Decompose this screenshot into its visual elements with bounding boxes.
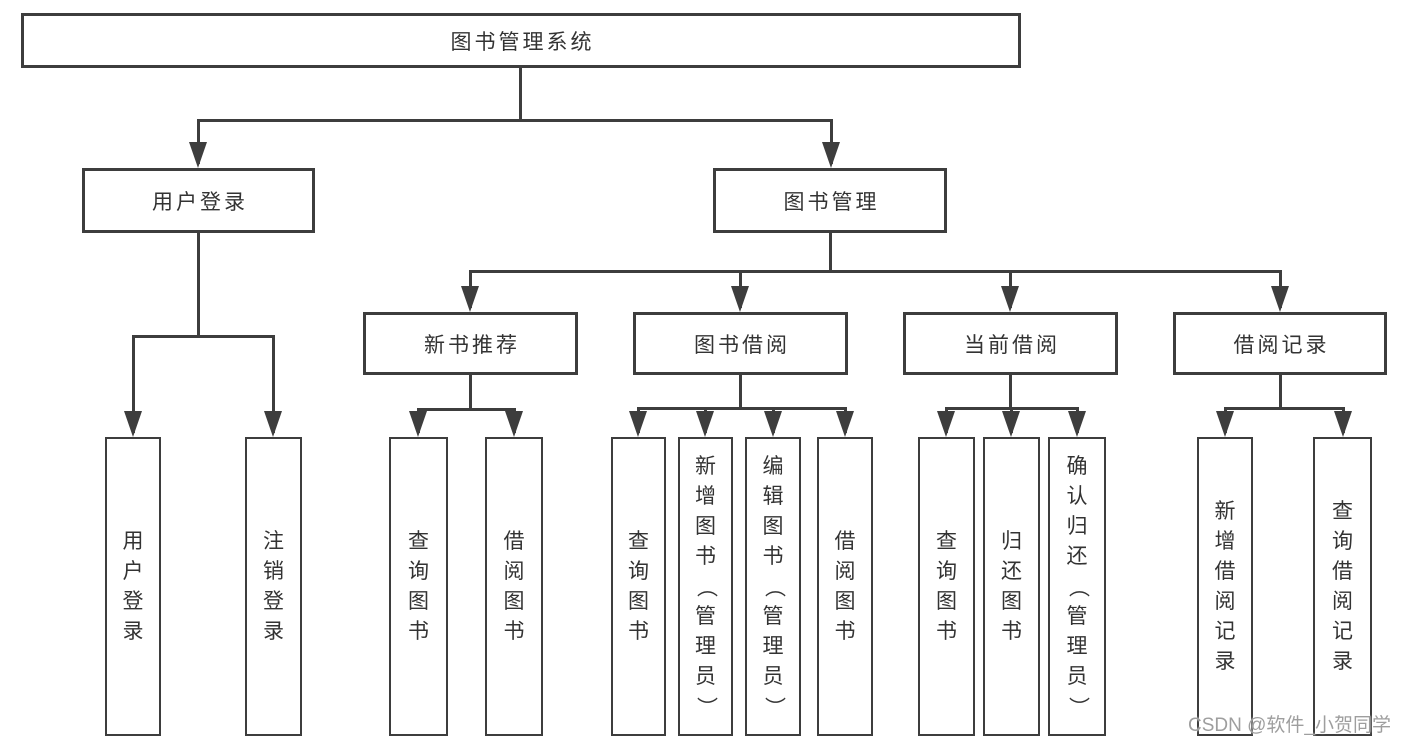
node-label: 确认归还（管理员） bbox=[1066, 454, 1089, 718]
arrow-down-icon bbox=[937, 407, 955, 437]
leaf-add-book-admin: 新增图书（管理员） bbox=[678, 437, 733, 736]
connector-line bbox=[469, 375, 472, 410]
arrow-down-icon bbox=[1001, 270, 1019, 312]
leaf-confirm-return-admin: 确认归还（管理员） bbox=[1048, 437, 1106, 736]
connector-line bbox=[1009, 375, 1012, 409]
connector-line bbox=[197, 233, 200, 337]
arrow-down-icon bbox=[505, 408, 523, 437]
connector-line bbox=[519, 68, 522, 121]
arrow-down-icon bbox=[264, 335, 282, 437]
arrow-down-icon bbox=[629, 407, 647, 437]
arrow-down-icon bbox=[1216, 407, 1234, 437]
connector-line bbox=[132, 335, 275, 338]
node-label: 借阅记录 bbox=[1233, 333, 1330, 357]
node-user-login: 用户登录 bbox=[82, 168, 315, 233]
leaf-query-books-current: 查询图书 bbox=[918, 437, 975, 736]
leaf-edit-book-admin: 编辑图书（管理员） bbox=[745, 437, 801, 736]
leaf-add-borrow-record: 新增借阅记录 bbox=[1197, 437, 1253, 736]
arrow-down-icon bbox=[461, 270, 479, 312]
node-borrowing-records: 借阅记录 bbox=[1173, 312, 1387, 375]
connector-line bbox=[1224, 407, 1344, 410]
connector-line bbox=[739, 375, 742, 409]
node-label: 用户登录 bbox=[122, 529, 144, 643]
node-root-library-system: 图书管理系统 bbox=[21, 13, 1021, 68]
connector-line bbox=[1279, 375, 1282, 409]
node-label: 借阅图书 bbox=[503, 529, 525, 643]
node-label: 图书借阅 bbox=[694, 333, 790, 357]
node-label: 图书管理系统 bbox=[450, 30, 595, 54]
node-label: 注销登录 bbox=[263, 529, 284, 643]
leaf-query-borrow-record: 查询借阅记录 bbox=[1313, 437, 1372, 736]
csdn-watermark: CSDN @软件_小贺同学 bbox=[1188, 715, 1391, 736]
leaf-user-login: 用户登录 bbox=[105, 437, 161, 736]
connector-line bbox=[637, 407, 847, 410]
node-label: 查询借阅记录 bbox=[1332, 499, 1353, 673]
leaf-query-books-borrowing: 查询图书 bbox=[611, 437, 666, 736]
node-label: 查询图书 bbox=[628, 529, 649, 643]
node-label: 新增图书（管理员） bbox=[694, 454, 718, 718]
node-label: 用户登录 bbox=[152, 190, 248, 214]
leaf-borrow-books: 借阅图书 bbox=[817, 437, 873, 736]
arrow-down-icon bbox=[731, 270, 749, 312]
leaf-query-books-recommend: 查询图书 bbox=[389, 437, 448, 736]
node-book-borrowing: 图书借阅 bbox=[633, 312, 848, 375]
node-new-book-recommend: 新书推荐 bbox=[363, 312, 578, 375]
arrow-down-icon bbox=[822, 119, 840, 168]
connector-line bbox=[417, 408, 516, 411]
node-label: 借阅图书 bbox=[834, 529, 856, 643]
arrow-down-icon bbox=[189, 119, 207, 168]
node-label: 新书推荐 bbox=[424, 333, 520, 357]
arrow-down-icon bbox=[1271, 270, 1289, 312]
arrow-down-icon bbox=[1002, 407, 1020, 437]
node-label: 新增借阅记录 bbox=[1214, 499, 1236, 673]
node-label: 归还图书 bbox=[1001, 529, 1022, 643]
connector-line bbox=[829, 233, 832, 272]
leaf-return-book: 归还图书 bbox=[983, 437, 1040, 736]
node-label: 图书管理 bbox=[783, 190, 880, 214]
node-current-borrowing: 当前借阅 bbox=[903, 312, 1118, 375]
arrow-down-icon bbox=[409, 408, 427, 437]
arrow-down-icon bbox=[696, 407, 714, 437]
arrow-down-icon bbox=[1334, 407, 1352, 437]
node-book-management: 图书管理 bbox=[713, 168, 947, 233]
leaf-logout: 注销登录 bbox=[245, 437, 302, 736]
arrow-down-icon bbox=[1068, 407, 1086, 437]
node-label: 查询图书 bbox=[408, 529, 429, 643]
arrow-down-icon bbox=[764, 407, 782, 437]
arrow-down-icon bbox=[836, 407, 854, 437]
node-label: 查询图书 bbox=[936, 529, 957, 643]
connector-line bbox=[469, 270, 1282, 273]
node-label: 编辑图书（管理员） bbox=[762, 454, 785, 718]
connector-line bbox=[197, 119, 833, 122]
node-label: 当前借阅 bbox=[964, 333, 1060, 357]
arrow-down-icon bbox=[124, 335, 142, 437]
leaf-borrow-books-recommend: 借阅图书 bbox=[485, 437, 543, 736]
